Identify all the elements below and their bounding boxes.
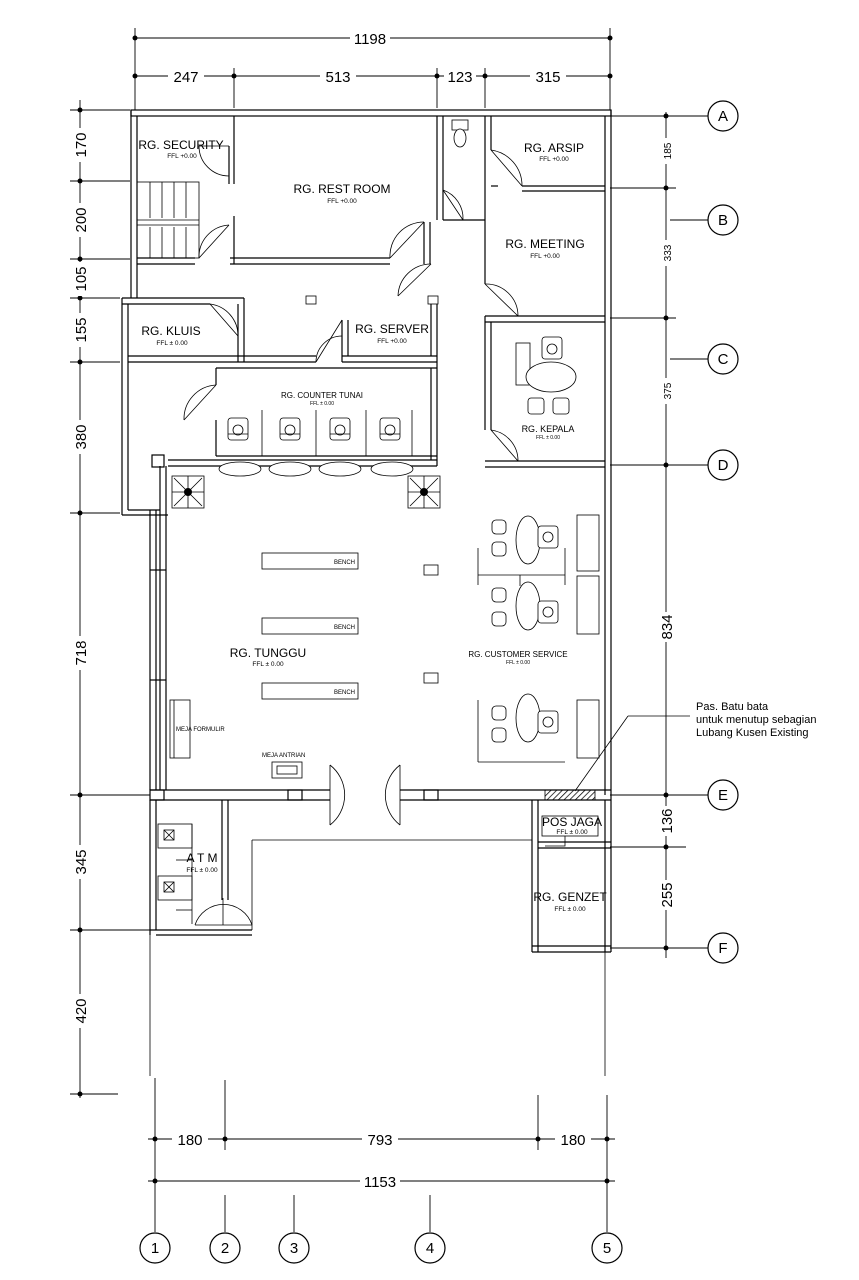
- room-cs-label: RG. CUSTOMER SERVICE: [468, 650, 567, 659]
- grid-col-5: 5: [603, 1240, 611, 1257]
- ceiling-column: [305, 295, 317, 305]
- room-rest-room-ffl: FFL +0.00: [327, 198, 357, 205]
- dim-right-2: 333: [663, 244, 674, 261]
- room-atm-label: A T M: [187, 851, 218, 865]
- customer-stools: [218, 461, 414, 477]
- room-rest-room-label: RG. REST ROOM: [293, 182, 390, 196]
- dim-right-4: 834: [659, 614, 676, 639]
- staircase: [136, 181, 200, 259]
- room-kluis-label: RG. KLUIS: [141, 324, 200, 338]
- room-kepala-label: RG. KEPALA: [522, 424, 575, 434]
- room-server-label: RG. SERVER: [355, 322, 429, 336]
- room-tunggu-label: RG. TUNGGU: [230, 646, 306, 660]
- dim-left-7: 345: [73, 849, 90, 874]
- room-kluis-ffl: FFL ± 0.00: [156, 340, 188, 347]
- grid-col-4: 4: [426, 1240, 434, 1257]
- svg-text:BENCH: BENCH: [334, 560, 355, 566]
- room-meeting-label: RG. MEETING: [505, 237, 584, 251]
- pos-jaga-desk: [541, 815, 599, 847]
- column: [423, 672, 439, 684]
- grid-row-e: E: [718, 787, 728, 804]
- grid-col-2: 2: [221, 1240, 229, 1257]
- grid-row-d: D: [718, 457, 729, 474]
- dim-right-5: 136: [659, 808, 676, 833]
- dim-bottom-seg-2: 793: [367, 1132, 392, 1149]
- dim-right-3: 375: [663, 382, 674, 399]
- dim-right-1: 185: [663, 142, 674, 159]
- note-line-3: Lubang Kusen Existing: [696, 727, 809, 739]
- room-security-ffl: FFL +0.00: [167, 153, 197, 160]
- bench-1: BENCH: [261, 552, 359, 570]
- room-labels: RG. SECURITY FFL +0.00 RG. REST ROOM FFL…: [138, 138, 607, 913]
- room-genzet-ffl: FFL ± 0.00: [554, 906, 586, 913]
- brick-infill: [544, 789, 596, 801]
- top-dimensions: 1198 247 513 123 315: [132, 28, 613, 110]
- grid-row-c: C: [718, 351, 729, 368]
- grid-row-a: A: [718, 108, 728, 125]
- toilet-fixture: [451, 119, 469, 148]
- note-line-2: untuk menutup sebagian: [696, 714, 816, 726]
- svg-text:MEJA FORMULIR: MEJA FORMULIR: [176, 727, 225, 733]
- room-arsip-label: RG. ARSIP: [524, 141, 584, 155]
- room-server-ffl: FFL +0.00: [377, 338, 407, 345]
- bench-2: BENCH: [261, 617, 359, 635]
- dim-right-6: 255: [659, 882, 676, 907]
- dim-top-seg-1: 247: [173, 69, 198, 86]
- grid-col-bubbles: 1 2 3 4 5: [139, 1232, 623, 1264]
- kepala-furniture: [515, 336, 577, 415]
- grid-col-3: 3: [290, 1240, 298, 1257]
- grid-row-bubbles: A B C D E F: [707, 100, 739, 964]
- doors: [183, 145, 523, 926]
- dim-left-6: 718: [73, 640, 90, 665]
- dim-bottom-seg-1: 180: [177, 1132, 202, 1149]
- svg-text:MEJA ANTRIAN: MEJA ANTRIAN: [262, 753, 305, 759]
- room-counter-label: RG. COUNTER TUNAI: [281, 391, 363, 400]
- brick-infill-note: Pas. Batu bata untuk menutup sebagian Lu…: [574, 701, 816, 792]
- plant-right: [407, 475, 441, 509]
- room-cs-ffl: FFL ± 0.00: [506, 660, 530, 666]
- dim-left-1: 170: [73, 132, 90, 157]
- room-pos-jaga-label: POS JAGA: [542, 815, 602, 829]
- svg-text:BENCH: BENCH: [334, 625, 355, 631]
- dim-top-seg-2: 513: [325, 69, 350, 86]
- left-dimensions: 170 200 105 155 380 718 345 420: [70, 100, 150, 1098]
- grid-row-b: B: [718, 212, 728, 229]
- meja-formulir: MEJA FORMULIR: [169, 699, 225, 759]
- dim-bottom-seg-3: 180: [560, 1132, 585, 1149]
- dim-top-seg-3: 123: [447, 69, 472, 86]
- teller-chairs: [227, 417, 401, 441]
- plant-left: [171, 475, 205, 509]
- dim-top-total: 1198: [354, 31, 386, 48]
- grid-row-f: F: [718, 940, 727, 957]
- room-meeting-ffl: FFL +0.00: [530, 253, 560, 260]
- room-kepala-ffl: FFL ± 0.00: [536, 435, 560, 441]
- atm-machines: [157, 823, 193, 924]
- bench-3: BENCH: [261, 682, 359, 700]
- dim-bottom-total: 1153: [364, 1174, 396, 1191]
- room-pos-jaga-ffl: FFL ± 0.00: [556, 829, 588, 836]
- dim-left-8: 420: [73, 998, 90, 1023]
- room-tunggu-ffl: FFL ± 0.00: [252, 661, 284, 668]
- room-arsip-ffl: FFL +0.00: [539, 156, 569, 163]
- dim-top-seg-4: 315: [535, 69, 560, 86]
- dim-left-5: 380: [73, 424, 90, 449]
- room-counter-ffl: FFL ± 0.00: [310, 401, 334, 407]
- room-atm-ffl: FFL ± 0.00: [186, 867, 218, 874]
- column: [423, 564, 439, 576]
- note-line-1: Pas. Batu bata: [696, 701, 769, 713]
- meja-antrian: MEJA ANTRIAN: [262, 753, 305, 779]
- customer-service-desks: [477, 514, 600, 763]
- svg-text:BENCH: BENCH: [334, 690, 355, 696]
- column: [427, 295, 439, 305]
- room-genzet-label: RG. GENZET: [533, 890, 607, 904]
- bottom-dimensions: 180 793 180 1153 1 2 3 4 5: [139, 1078, 623, 1264]
- grid-col-1: 1: [151, 1240, 159, 1257]
- dim-left-4: 155: [73, 317, 90, 342]
- dim-left-3: 105: [73, 266, 90, 291]
- counter-partitions: [261, 410, 413, 456]
- dim-left-2: 200: [73, 207, 90, 232]
- right-dimensions: 185 333 375 834 136 255 A B C D E F: [610, 100, 739, 964]
- room-security-label: RG. SECURITY: [138, 138, 223, 152]
